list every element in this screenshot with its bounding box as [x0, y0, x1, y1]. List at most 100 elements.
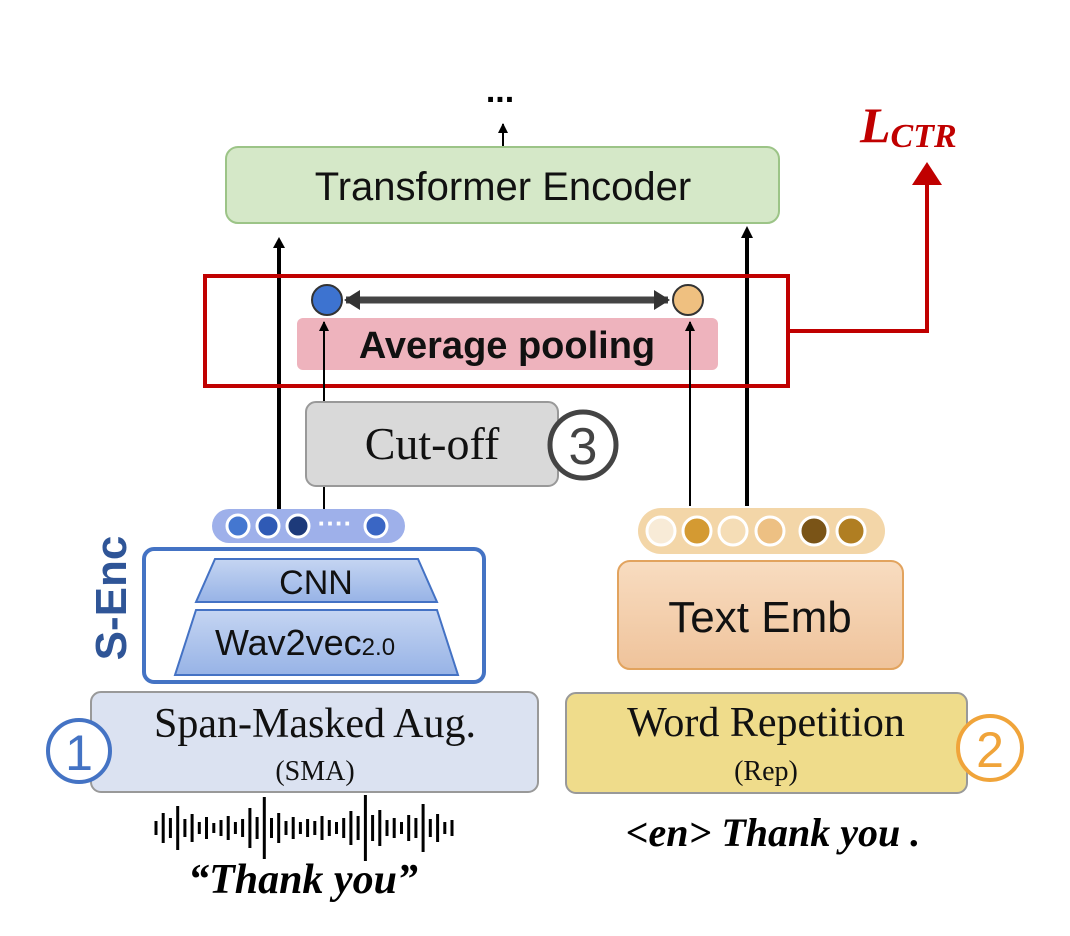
span-masked-augmentation-block: Span-Masked Aug. (SMA)	[90, 691, 539, 793]
cnn-layer	[194, 558, 439, 603]
text-caption: <en> Thank you .	[626, 810, 921, 855]
average-pooling-label: Average pooling	[359, 325, 655, 367]
waveform-bar	[371, 815, 375, 841]
waveform-bar	[291, 817, 295, 839]
cutoff-label: Cut-off	[365, 418, 500, 469]
waveform-bar	[168, 818, 172, 838]
waveform-bar	[356, 816, 360, 840]
waveform-bar	[306, 819, 310, 837]
wav2vec-label: Wav2vec2.0	[215, 622, 395, 663]
waveform-bar	[320, 816, 324, 840]
text-embedding-dot	[798, 515, 830, 547]
step-3-badge	[547, 409, 619, 481]
transformer-encoder-label: Transformer Encoder	[315, 165, 691, 209]
waveform-bar	[335, 822, 338, 834]
text-embedding-dot	[754, 515, 786, 547]
waveform-bar	[197, 822, 201, 834]
waveform-bar	[298, 822, 302, 834]
word-repetition-block: Word Repetition (Rep)	[565, 692, 968, 794]
contrastive-loss-label: LCTR	[859, 97, 957, 155]
waveform-bar	[270, 818, 273, 838]
waveform-bar	[428, 819, 432, 837]
speech-encoder-side-label: S-Enc	[87, 536, 136, 661]
waveform-bar	[378, 810, 382, 846]
waveform-bar	[219, 820, 223, 836]
waveform-bar	[400, 822, 403, 834]
text-embedding-label: Text Emb	[668, 593, 851, 642]
speech-feature-sequence: ····	[212, 508, 405, 543]
waveform-bar	[284, 821, 288, 835]
double-arrow-left-head	[344, 290, 360, 310]
pooling-highlight-frame	[203, 274, 790, 388]
waveform-bar	[392, 818, 396, 838]
text-embedding-dot	[645, 515, 677, 547]
waveform-bar	[248, 808, 252, 848]
top-ellipsis: ...	[486, 72, 514, 110]
pooling-fill	[297, 318, 718, 370]
waveform-bar	[190, 814, 194, 842]
waveform-bar	[450, 820, 454, 836]
waveform-bar	[183, 819, 187, 837]
loss-connection-line	[788, 185, 929, 333]
rep-abbreviation: (Rep)	[734, 756, 798, 787]
cnn-label: CNN	[279, 564, 353, 602]
loss-arrow-head	[912, 162, 942, 185]
waveform-bar	[262, 797, 266, 859]
speech-feature-dot	[255, 513, 281, 539]
waveform-bar	[226, 816, 230, 840]
waveform-bar	[212, 823, 216, 833]
waveform-bar	[176, 806, 180, 850]
speech-encoder-frame	[142, 547, 486, 684]
rep-title: Word Repetition	[627, 700, 905, 746]
speech-caption: “Thank you”	[188, 857, 418, 903]
waveform-bar	[414, 818, 418, 838]
pooled-speech-vector	[311, 284, 343, 316]
wav2vec-name: Wav2vec	[215, 622, 362, 663]
waveform-bar	[436, 814, 440, 842]
text-embedding-dot	[835, 515, 867, 547]
waveform-bar	[342, 818, 346, 838]
speech-feature-dot	[285, 513, 311, 539]
waveform-bar	[255, 817, 259, 839]
text-embedding-block: Text Emb	[617, 560, 904, 670]
waveform-bar	[327, 820, 331, 836]
text-embedding-dot	[717, 515, 749, 547]
waveform-bar	[233, 822, 237, 834]
pooled-text-vector	[672, 284, 704, 316]
waveform-bar	[161, 813, 165, 843]
text-embedding-sequence	[638, 508, 885, 554]
step-1-number: 1	[65, 725, 93, 781]
double-arrow-right-head	[654, 290, 670, 310]
text-embedding-dot	[681, 515, 713, 547]
speech-waveform-icon	[154, 795, 454, 861]
waveform-bar	[363, 795, 367, 861]
transformer-encoder-block: Transformer Encoder	[225, 146, 780, 224]
waveform-bar	[443, 822, 447, 834]
waveform-bar	[313, 821, 317, 835]
cutoff-block: Cut-off	[305, 401, 559, 487]
text-to-transformer-arrowhead	[741, 226, 753, 238]
step-1-badge	[46, 718, 112, 784]
waveform-bar	[205, 817, 208, 839]
speech-feature-dot	[363, 513, 389, 539]
step-2-badge	[956, 714, 1024, 782]
loss-main-symbol: L	[859, 97, 891, 153]
waveform-bar	[241, 819, 245, 837]
step-2-number: 2	[976, 722, 1004, 778]
waveform-bar	[349, 811, 353, 845]
waveform-bar	[407, 815, 411, 841]
waveform-bar	[277, 813, 281, 843]
waveform-bar	[421, 804, 425, 852]
wav2vec-version: 2.0	[362, 634, 395, 661]
wav2vec-layer	[173, 609, 460, 676]
waveform-bar	[154, 821, 158, 835]
speech-feature-ellipsis: ····	[318, 508, 353, 538]
speech-to-transformer-arrowhead	[273, 237, 285, 248]
waveform-bar	[385, 820, 389, 836]
speech-feature-dot	[225, 513, 251, 539]
step-3-number: 3	[569, 418, 598, 476]
sma-title: Span-Masked Aug.	[154, 701, 476, 747]
loss-subscript: CTR	[891, 118, 957, 155]
sma-abbreviation: (SMA)	[275, 756, 354, 787]
